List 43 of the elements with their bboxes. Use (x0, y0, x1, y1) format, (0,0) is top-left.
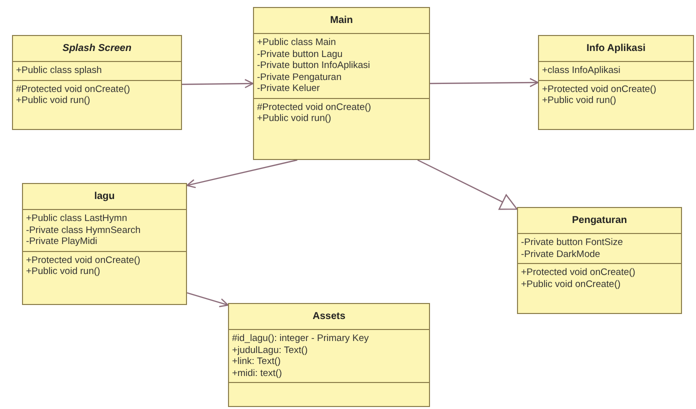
class-box (228, 303, 430, 407)
class-name: lagu (23, 184, 186, 210)
class-member: +Protected void onCreate() (542, 84, 658, 95)
class-name: Info Aplikasi (539, 36, 693, 62)
class-member: +Public void run() (26, 266, 102, 278)
class-member: -Private button InfoAplikasi (257, 60, 372, 72)
class-member: #Protected void onCreate() (257, 102, 372, 113)
class-member: #id_lagu(): integer - Primary Key (232, 333, 370, 344)
class-member: -Private DarkMode (521, 248, 602, 260)
class-member: +Protected void onCreate() (521, 267, 636, 278)
class-member: +Public void run() (16, 95, 92, 106)
class-member: +midi: text() (232, 368, 283, 379)
class-name: Pengaturan (518, 208, 681, 234)
class-member: +judulLagu: Text() (232, 344, 309, 356)
class-member: #Protected void onCreate() (16, 84, 132, 95)
class-member: +Protected void onCreate() (26, 254, 142, 266)
class-member: -Private PlayMidi (26, 236, 98, 248)
class-box (12, 35, 182, 130)
class-member: +Public void run() (542, 95, 618, 106)
class-member: +link: Text() (232, 356, 282, 368)
class-member: +Public class splash (16, 65, 103, 76)
class-member: -Private button Lagu (257, 48, 344, 60)
class-box (517, 207, 682, 314)
class-box (22, 183, 187, 305)
arrow (186, 159, 298, 188)
class-member: +class InfoAplikasi (542, 65, 622, 76)
class-member: +Public class LastHymn (26, 213, 128, 224)
class-name: Splash Screen (13, 36, 181, 62)
arrow (430, 78, 539, 88)
class-member: +Public void onCreate() (521, 278, 622, 290)
arrow (186, 292, 229, 308)
class-member: +Public void run() (257, 113, 332, 124)
arrow (417, 159, 518, 210)
class-member: -Private class HymnSearch (26, 224, 142, 236)
arrow (182, 79, 254, 88)
class-box (253, 7, 430, 160)
class-name: Assets (229, 304, 429, 330)
class-member: -Private button FontSize (521, 237, 624, 248)
class-member: +Public class Main (257, 37, 337, 48)
class-box (538, 35, 694, 130)
class-member: -Private Pengaturan (257, 72, 342, 83)
class-member: -Private Keluer (257, 83, 321, 94)
class-name: Main (254, 8, 429, 34)
